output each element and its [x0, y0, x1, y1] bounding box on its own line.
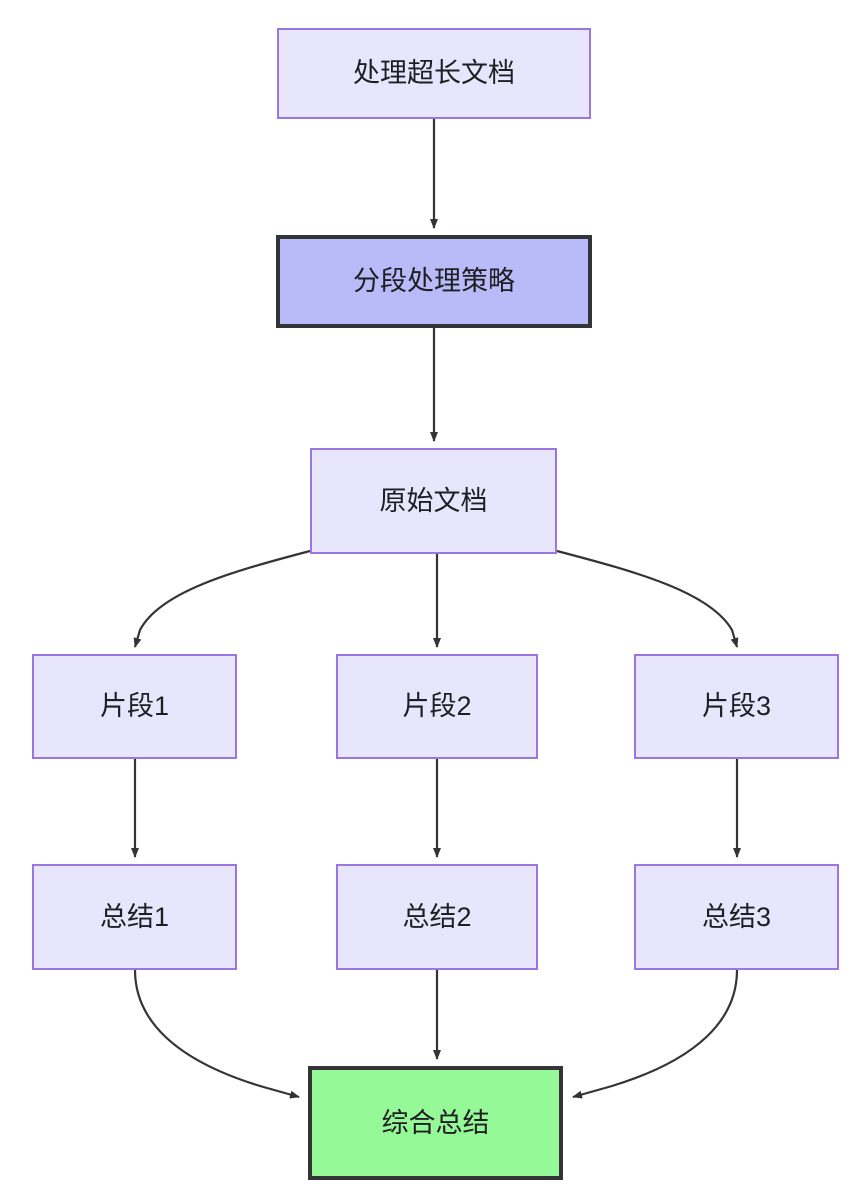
node-label: 总结2 — [402, 901, 472, 932]
node-label: 片段1 — [99, 691, 170, 722]
node-label: 片段3 — [701, 691, 772, 722]
node-summary-1[interactable]: 总结1 — [32, 864, 237, 970]
node-fragment-3[interactable]: 片段3 — [634, 654, 839, 759]
node-label: 分段处理策略 — [353, 266, 515, 297]
node-original-document[interactable]: 原始文档 — [310, 448, 557, 554]
node-chunking-strategy[interactable]: 分段处理策略 — [276, 235, 592, 328]
edge-summary1-to-final — [133, 969, 300, 1099]
node-comprehensive-summary[interactable]: 综合总结 — [308, 1066, 563, 1180]
node-label: 片段2 — [402, 691, 472, 722]
node-label: 总结1 — [99, 901, 170, 932]
node-label: 处理超长文档 — [353, 58, 515, 89]
node-fragment-1[interactable]: 片段1 — [32, 654, 237, 759]
edge-original-to-fragment1 — [133, 549, 311, 648]
edge-original-to-fragment3 — [556, 549, 739, 648]
node-label: 总结3 — [701, 901, 772, 932]
edge-summary3-to-final — [572, 969, 739, 1099]
node-process-long-document[interactable]: 处理超长文档 — [277, 28, 591, 119]
node-summary-2[interactable]: 总结2 — [336, 864, 538, 970]
node-label: 原始文档 — [379, 485, 488, 516]
node-fragment-2[interactable]: 片段2 — [336, 654, 538, 759]
node-label: 综合总结 — [381, 1107, 490, 1138]
node-summary-3[interactable]: 总结3 — [634, 864, 839, 970]
